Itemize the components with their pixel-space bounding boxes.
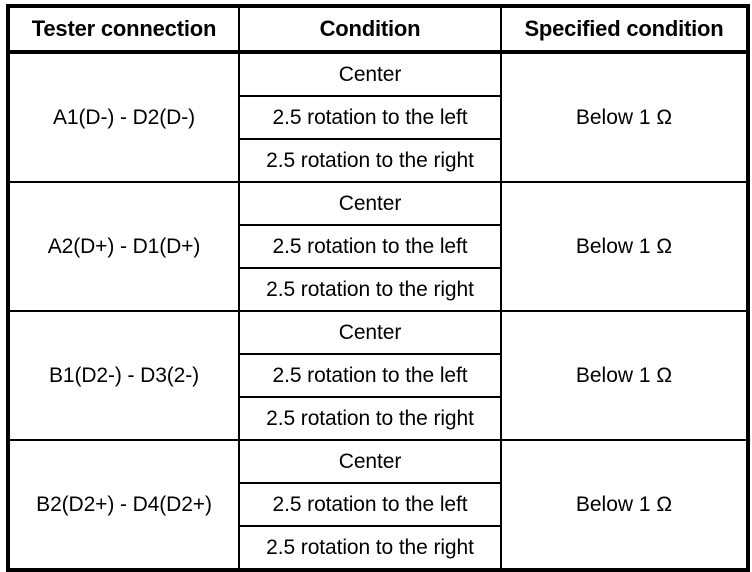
condition-cell-center: Center — [239, 439, 502, 483]
table-row: 2.5 rotation to the left — [8, 482, 748, 526]
condition-cell-center: Center — [239, 181, 502, 225]
table-row: 2.5 rotation to the right — [8, 396, 748, 440]
header-specified-condition: Specified condition — [501, 6, 748, 54]
condition-cell-center: Center — [239, 52, 502, 96]
table-row-group: B1(D2-) - D3(2-) Center Below 1 Ω 2.5 ro… — [8, 310, 748, 440]
table-row: B2(D2+) - D4(D2+) Center Below 1 Ω — [8, 439, 748, 570]
table-row-group: A2(D+) - D1(D+) Center Below 1 Ω 2.5 rot… — [8, 181, 748, 311]
table-row-group: A1(D-) - D2(D-) Center Below 1 Ω 2.5 rot… — [8, 52, 748, 182]
specified-condition-cell: Below 1 Ω — [501, 181, 748, 311]
specified-condition-cell: Below 1 Ω — [575, 105, 673, 129]
condition-cell-left: 2.5 rotation to the left — [239, 482, 502, 526]
condition-cell-right: 2.5 rotation to the right — [239, 138, 502, 182]
table-row: A1(D-) - D2(D-) Center Below 1 Ω — [8, 52, 748, 182]
condition-cell-left: 2.5 rotation to the left — [239, 224, 502, 268]
tester-connection-cell: A1(D-) - D2(D-) — [8, 52, 240, 182]
table-row: 2.5 rotation to the left — [8, 224, 748, 268]
table-row: 2.5 rotation to the right — [8, 138, 748, 182]
condition-cell-center: Center — [239, 310, 502, 354]
tester-connection-cell: B2(D2+) - D4(D2+) — [8, 439, 240, 570]
condition-cell-right: 2.5 rotation to the right — [239, 525, 502, 570]
tester-connection-table: Tester connection Condition Specified co… — [6, 4, 750, 572]
header-tester-connection: Tester connection — [8, 6, 240, 54]
table-row: 2.5 rotation to the left — [8, 353, 748, 397]
table-row: 2.5 rotation to the left — [8, 95, 748, 139]
header-row: Tester connection Condition Specified co… — [8, 6, 748, 54]
condition-cell-left: 2.5 rotation to the left — [239, 95, 502, 139]
table-row: B1(D2-) - D3(2-) Center Below 1 Ω — [8, 310, 748, 440]
tester-connection-cell: A2(D+) - D1(D+) — [8, 181, 240, 311]
table-row-group: B2(D2+) - D4(D2+) Center Below 1 Ω 2.5 r… — [8, 439, 748, 570]
specified-condition-cell: Below 1 Ω — [501, 439, 748, 570]
condition-cell-left: 2.5 rotation to the left — [239, 353, 502, 397]
table-row: 2.5 rotation to the right — [8, 267, 748, 311]
table-header: Tester connection Condition Specified co… — [8, 6, 748, 54]
header-condition: Condition — [239, 6, 502, 54]
table-row: A2(D+) - D1(D+) Center Below 1 Ω — [8, 181, 748, 311]
table-row: 2.5 rotation to the right — [8, 525, 748, 570]
condition-cell-right: 2.5 rotation to the right — [239, 396, 502, 440]
condition-cell-right: 2.5 rotation to the right — [239, 267, 502, 311]
specified-condition-cell: Below 1 Ω — [501, 310, 748, 440]
tester-connection-cell: B1(D2-) - D3(2-) — [8, 310, 240, 440]
